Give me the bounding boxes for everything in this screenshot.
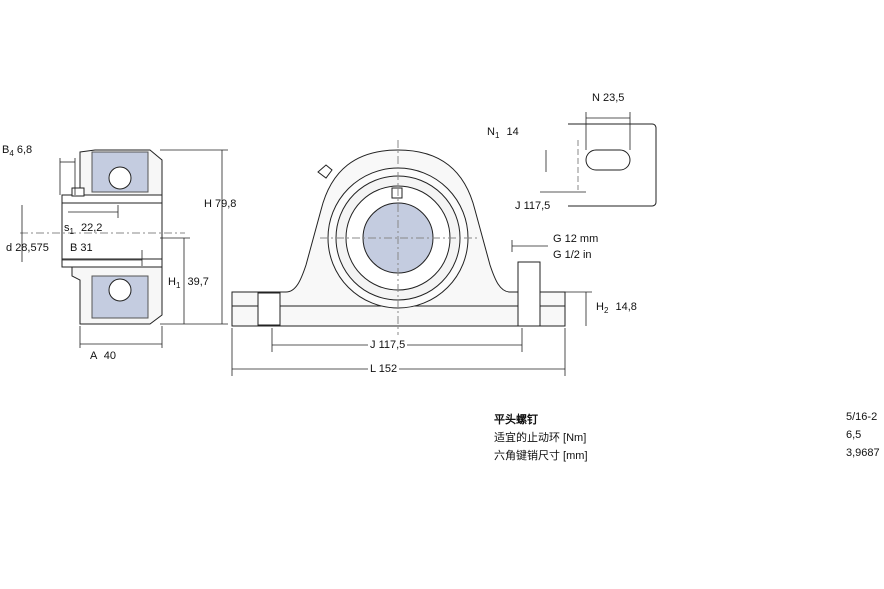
grease-fitting — [391, 187, 403, 199]
ball-bottom — [108, 278, 132, 302]
dim-g-mm-label: G 12 mm — [553, 233, 599, 245]
spec-label-2: 六角键销尺寸 [mm] — [494, 450, 588, 462]
dim-l-label: L 152 — [368, 363, 400, 375]
spec-value-0: 5/16-2 — [846, 411, 878, 423]
inner-ring — [61, 194, 163, 268]
ball-top — [108, 166, 132, 190]
spec-value-2: 3,9687 — [846, 447, 880, 459]
side-dimension-lines — [21, 149, 228, 348]
slot-detail — [540, 112, 657, 207]
dim-b-label: B 31 — [70, 242, 93, 254]
dim-j-detail-label: J 117,5 — [515, 200, 551, 212]
dim-n1-label: N1 14 — [487, 126, 519, 141]
bolt-right — [517, 261, 541, 327]
dim-b4-label: B4 6,8 — [2, 144, 33, 159]
front-view — [231, 140, 566, 335]
dim-g-in-label: G 1/2 in — [553, 249, 592, 261]
dim-h1-label: H1 39,7 — [168, 276, 209, 291]
spec-label-0: 平头螺钉 — [494, 414, 538, 426]
dim-j-label: J 117,5 — [368, 339, 408, 351]
dim-d-label: d 28,575 — [6, 242, 49, 254]
slot — [585, 149, 631, 171]
dim-h2-label: H2 14,8 — [596, 301, 637, 316]
set-screw — [71, 187, 85, 197]
dim-n-label: N 23,5 — [592, 92, 625, 104]
dim-h-label: H 79,8 — [204, 198, 237, 210]
spec-label-1: 适宜的止动环 [Nm] — [494, 432, 587, 444]
dim-a-label: A 40 — [90, 350, 117, 362]
spec-value-1: 6,5 — [846, 429, 862, 441]
dim-s1-label: s1 22,2 — [64, 222, 103, 237]
side-section-view — [20, 149, 185, 325]
bolt-left — [257, 292, 281, 326]
